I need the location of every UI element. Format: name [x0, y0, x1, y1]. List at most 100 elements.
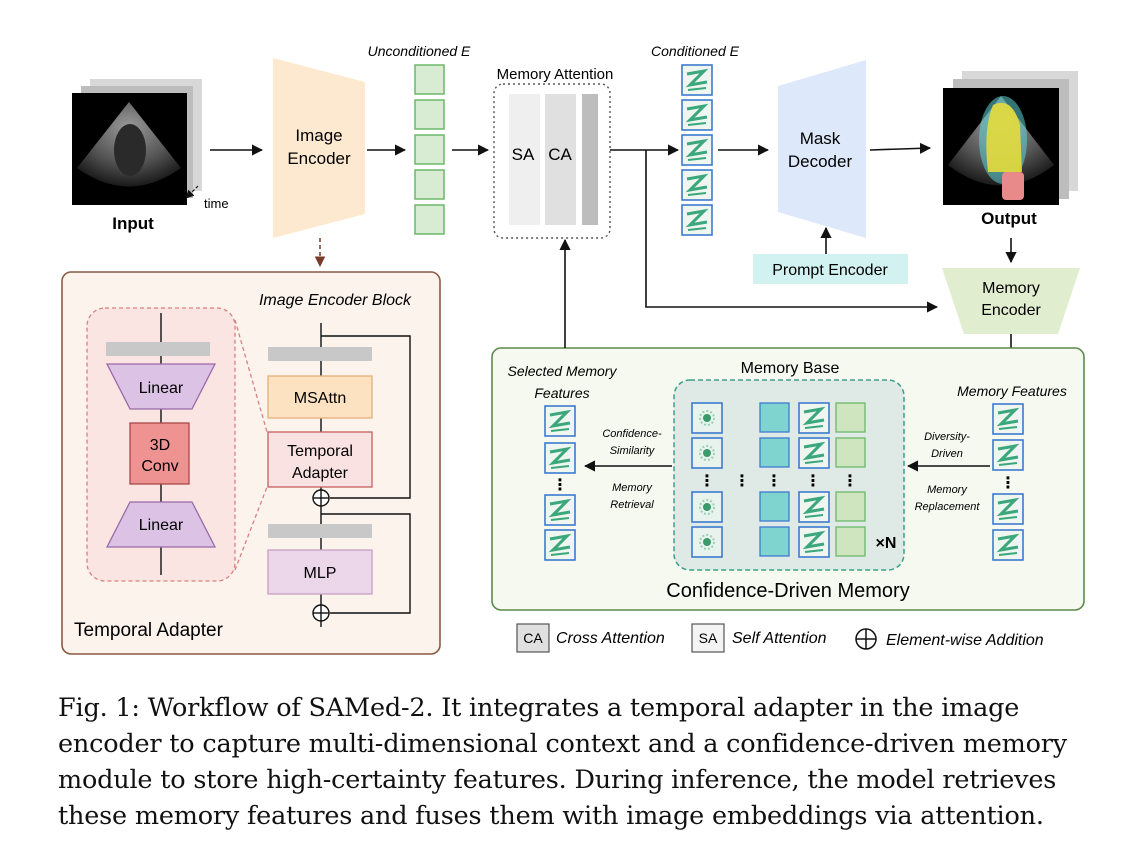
msattn-label: MSAttn	[294, 390, 346, 407]
conditioned-embedding-cell	[680, 203, 714, 237]
output-label: Output	[981, 209, 1037, 228]
residual-path-2	[321, 513, 411, 614]
ventricle-shape	[114, 124, 146, 176]
embedding-cell	[414, 64, 445, 95]
conditioned-embedding-cell	[680, 98, 714, 132]
memory-teal-cell	[759, 526, 790, 557]
input-label: Input	[112, 214, 154, 233]
legend-addition-icon	[855, 628, 877, 650]
legend-ca-swatch	[516, 623, 550, 653]
workflow-diagram: Input time Image Encoder Unconditioned E…	[61, 43, 1085, 655]
caption-line-4: these memory features and fuses them wit…	[58, 801, 1044, 831]
memory-dots-gap: ⋮	[734, 473, 750, 490]
addition-node-2	[312, 604, 330, 622]
memory-replacement-label-1: Memory	[927, 484, 968, 496]
embedding-cell	[414, 169, 445, 200]
times-n-label: ×N	[876, 535, 897, 552]
adapter-norm-bar	[106, 342, 210, 356]
temporal-adapter-block-label-1: Temporal	[287, 443, 353, 460]
memory-encoder-label-1: Memory	[982, 280, 1040, 297]
mask-decoder-label-1: Mask	[800, 129, 841, 148]
memory-feature-cell	[797, 525, 831, 559]
legend: CA Cross Attention SA Self Attention Ele…	[516, 623, 1044, 653]
memory-green-cell	[835, 437, 866, 468]
ca-label: CA	[548, 145, 572, 164]
memory-attention-box	[493, 83, 611, 239]
mask-decoder-label-2: Decoder	[788, 152, 853, 171]
memory-dot-cell	[691, 437, 723, 469]
legend-sa-abbr: SA	[699, 630, 718, 646]
incoming-feature-cell	[991, 402, 1025, 436]
mlp-label: MLP	[304, 565, 337, 582]
memory-features-label: Memory Features	[957, 383, 1067, 399]
diversity-driven-label-2: Driven	[931, 448, 963, 460]
memory-feature-cell	[797, 436, 831, 470]
linear-up-shape	[105, 501, 217, 548]
memory-teal-cell	[759, 437, 790, 468]
output-image-stack	[943, 71, 1078, 205]
memory-dots-col2: ⋮	[766, 473, 782, 490]
confidence-similarity-label-1: Confidence-	[602, 428, 662, 440]
embedding-cell	[414, 99, 445, 130]
incoming-feature-cell	[991, 528, 1025, 562]
memory-feature-cell	[797, 490, 831, 524]
memory-replacement-label-2: Replacement	[915, 501, 981, 513]
confidence-memory-title: Confidence-Driven Memory	[666, 580, 909, 602]
image-encoder-shape	[273, 58, 365, 238]
sa-label: SA	[512, 145, 535, 164]
self-attention-block	[509, 94, 540, 225]
msattn-block	[267, 375, 373, 419]
mask-decoder-shape	[778, 60, 866, 238]
conv3d-block	[129, 422, 190, 485]
prompt-encoder-box	[753, 254, 908, 284]
block-norm-bar-1	[268, 347, 372, 361]
conditioned-embedding-cell	[680, 168, 714, 202]
conv3d-label-1: 3D	[150, 437, 170, 454]
zoom-line-bottom	[234, 486, 268, 571]
selected-memory-label-2: Features	[534, 385, 589, 401]
addition-node-1	[312, 489, 330, 507]
selected-dots: ⋮	[552, 477, 568, 494]
incoming-feature-cell	[991, 438, 1025, 472]
embedding-cell	[414, 134, 445, 165]
arrow-decoder-to-output	[869, 142, 932, 154]
memory-green-cell	[835, 402, 866, 433]
caption-line-2: encoder to capture multi-dimensional con…	[58, 729, 1067, 759]
unconditioned-embeddings	[414, 64, 445, 235]
memory-feature-cell	[797, 401, 831, 435]
selected-feature-cell	[543, 441, 577, 475]
memory-dots-col3: ⋮	[805, 473, 821, 490]
memory-green-cell	[835, 491, 866, 522]
memory-dot-cell	[691, 491, 723, 523]
temporal-adapter-block-label-2: Adapter	[292, 465, 349, 482]
conditioned-embeddings	[680, 63, 714, 237]
residual-path-1	[321, 335, 411, 499]
figure-caption: Fig. 1: Workflow of SAMed-2. It integrat…	[58, 690, 1098, 834]
memory-teal-cell	[759, 491, 790, 522]
memory-retrieval-label-1: Memory	[612, 482, 653, 494]
zoom-line-top	[234, 319, 268, 433]
conv3d-label-2: Conv	[141, 458, 178, 475]
time-arrow	[185, 185, 199, 199]
segmentation-red	[1002, 172, 1024, 200]
memory-dots-col1: ⋮	[699, 473, 715, 490]
embedding-cell	[414, 204, 445, 235]
image-encoder-label-1: Image	[295, 126, 342, 145]
legend-sa-swatch	[691, 623, 725, 653]
legend-ca-text: Cross Attention	[556, 630, 665, 647]
attention-norm-block	[582, 94, 598, 225]
conditioned-label: Conditioned E	[651, 43, 740, 59]
selected-memory-label-1: Selected Memory	[508, 363, 618, 379]
image-encoder-block-label: Image Encoder Block	[259, 292, 412, 309]
cross-attention-block	[545, 94, 576, 225]
memory-base-grid	[691, 401, 866, 559]
selected-feature-cell	[543, 404, 577, 438]
selected-feature-cell	[543, 528, 577, 562]
linear-down-shape	[105, 363, 217, 410]
conditioned-embedding-cell	[680, 133, 714, 167]
diversity-driven-label-1: Diversity-	[924, 431, 970, 443]
conditioned-embedding-cell	[680, 63, 714, 97]
linear-down-label: Linear	[139, 380, 184, 397]
linear-up-label: Linear	[139, 517, 184, 534]
temporal-adapter-title: Temporal Adapter	[74, 620, 224, 641]
